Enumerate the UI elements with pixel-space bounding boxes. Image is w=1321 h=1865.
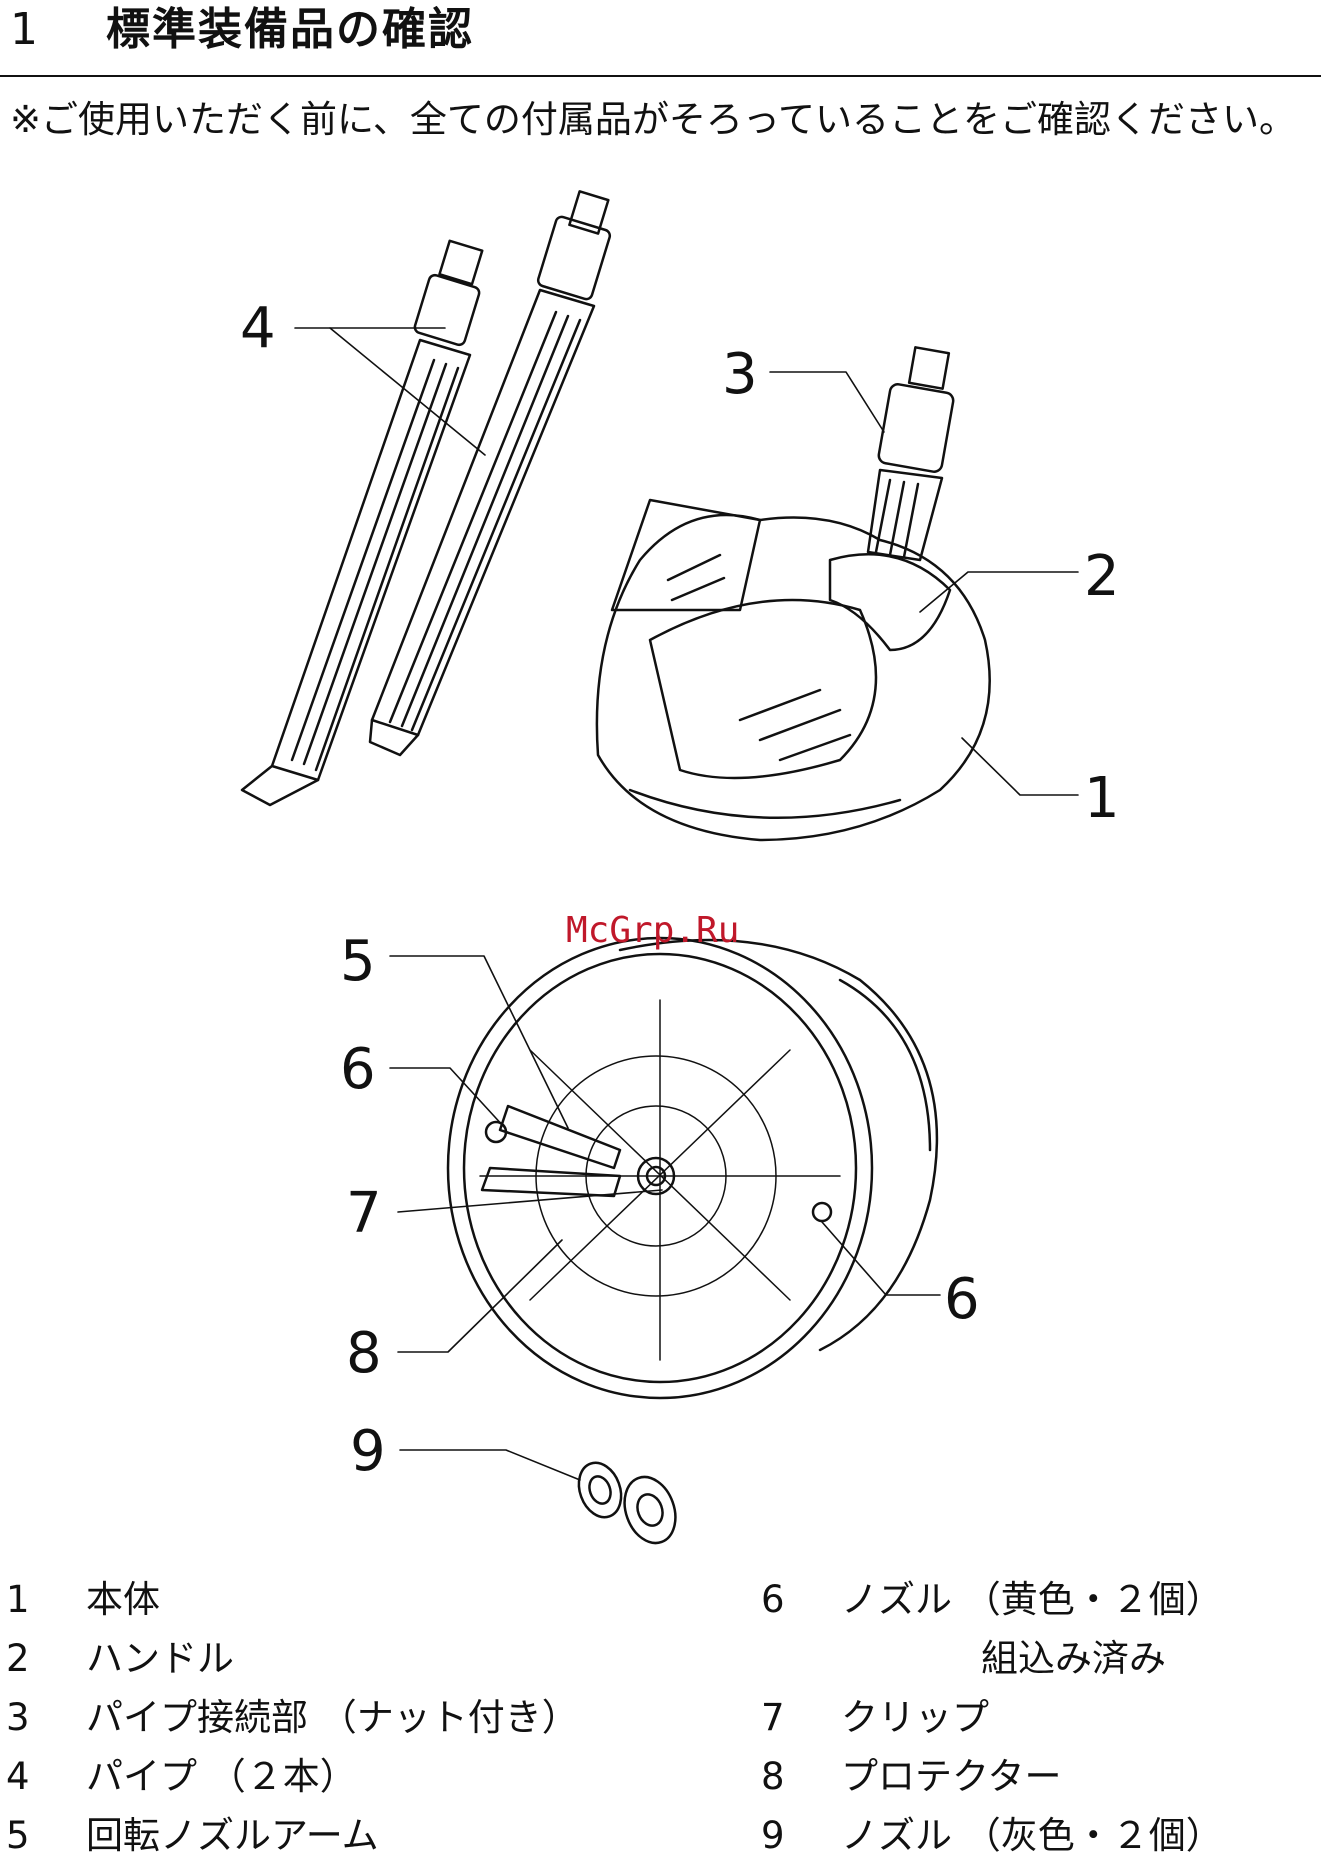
legend-item-continuation: 組込み済み: [755, 1629, 1315, 1688]
callout-7: 7: [346, 1181, 382, 1246]
nozzles-drawing: [572, 1457, 685, 1550]
callout-1: 1: [1084, 766, 1120, 831]
callout-6a: 6: [340, 1037, 376, 1102]
callout-5: 5: [340, 929, 376, 994]
callout-3: 3: [722, 342, 758, 407]
notice-text: ※ご使用いただく前に、全ての付属品がそろっていることをご確認ください。: [10, 92, 1310, 148]
pipe-left-drawing: [242, 241, 482, 805]
section-title: 標準装備品の確認: [106, 2, 474, 58]
callout-8: 8: [346, 1321, 382, 1386]
section-header: 1 標準装備品の確認: [0, 0, 1321, 80]
protector-drawing: [448, 938, 937, 1398]
callout-6b: 6: [944, 1267, 980, 1332]
main-body-drawing: [597, 500, 990, 840]
section-number: 1: [10, 2, 38, 58]
watermark: McGrp.Ru: [566, 910, 739, 951]
callout-4: 4: [240, 296, 276, 361]
pipe-right-drawing: [370, 191, 611, 755]
callout-2: 2: [1084, 544, 1120, 609]
leader-lines: [295, 328, 1078, 1480]
callout-9: 9: [350, 1419, 386, 1484]
pipe-connector-drawing: [868, 347, 954, 560]
header-rule: [0, 75, 1321, 77]
callout-numbers: 4 3 2 1 5 6 7 6 8 9: [240, 296, 1120, 1484]
